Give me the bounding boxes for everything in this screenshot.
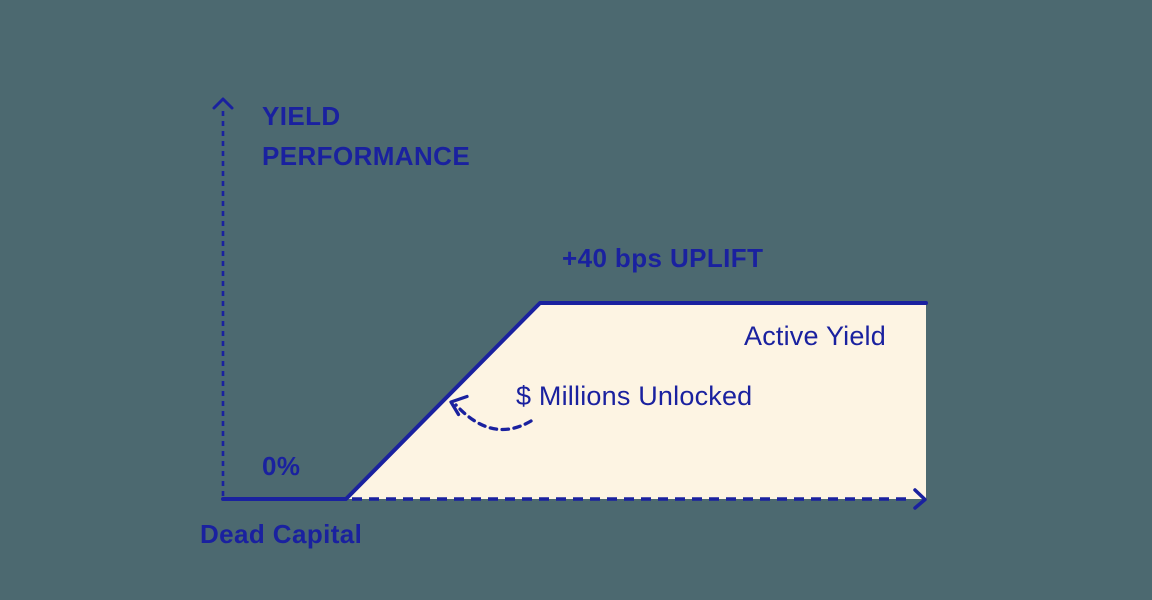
x-axis-title: Dead Capital <box>200 519 363 549</box>
y-axis-title: YIELD PERFORMANCE <box>262 101 471 171</box>
yield-area-fill <box>346 303 926 499</box>
y-axis-arrow-icon <box>212 97 234 110</box>
annotation-arrowhead-icon <box>449 394 469 417</box>
millions-unlocked-annotation: $ Millions Unlocked <box>516 381 753 411</box>
x-axis-arrow-icon <box>913 488 927 510</box>
annotation-arrow <box>454 403 533 432</box>
zero-baseline-label: 0% <box>262 451 301 481</box>
active-yield-label: Active Yield <box>744 321 886 351</box>
uplift-annotation: +40 bps UPLIFT <box>562 243 764 273</box>
yield-line <box>221 301 928 501</box>
